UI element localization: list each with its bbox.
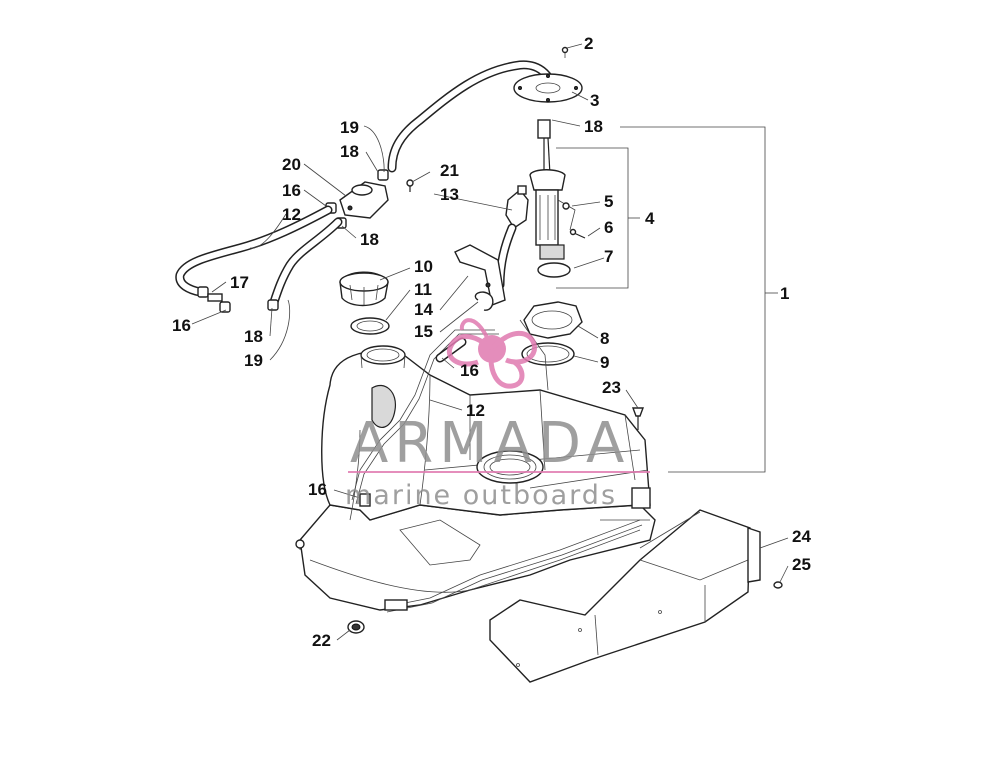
callout-18-lower: 18 [244,327,263,346]
callout-10: 10 [414,257,433,276]
vent-hose-upper [387,60,557,173]
pump-lock-ring [523,301,583,339]
callout-16-left: 16 [172,316,191,335]
callout-6: 6 [604,218,613,237]
callout-18-top: 18 [584,117,603,136]
callout-21: 21 [440,161,459,180]
callout-8: 8 [600,329,609,348]
callout-23: 23 [602,378,621,397]
callout-17: 17 [230,273,249,292]
callout-14: 14 [414,300,433,319]
skid-plate [489,509,761,683]
fuel-pump-assembly [529,119,576,260]
fill-neck [360,345,406,369]
callout-1: 1 [780,284,789,303]
callout-11: 11 [414,280,432,299]
pump-o-ring [521,342,575,366]
fuel-filter [505,185,529,229]
screw [561,46,569,58]
pump-strainer [537,262,571,278]
leader-lines [191,43,789,641]
watermark-brand: ARMADA [350,411,630,476]
assembly-bracket-4 [556,147,640,289]
callout-15: 15 [414,322,433,341]
callout-16-tank: 16 [308,480,327,499]
tank-fitting [359,493,371,507]
small-washer [562,202,570,210]
callout-12-left: 12 [282,205,301,224]
callout-25: 25 [792,555,811,574]
cap-gasket [350,317,390,335]
hose-end-fitting [267,299,279,311]
watermark-logo-icon [446,318,538,389]
filler-cap [339,271,389,307]
hose-connector-a [377,169,389,181]
callout-20: 20 [282,155,301,174]
callout-13: 13 [440,185,459,204]
callout-24: 24 [792,527,811,546]
filter-hose [495,223,517,290]
callout-7: 7 [604,247,613,266]
callout-9: 9 [600,353,609,372]
callout-16-upper: 16 [282,181,301,200]
fuel-tank [295,350,656,613]
callouts: 1 2 3 18 4 5 6 7 8 9 23 24 25 22 16 12 1… [172,34,811,650]
callout-5: 5 [604,192,613,211]
callout-12-mid: 12 [466,401,485,420]
small-screw [569,228,586,239]
callout-3: 3 [590,91,599,110]
watermark: ARMADA marine outboards [345,318,650,511]
pump-flange [513,73,583,103]
hose-clamp [474,291,494,311]
callout-16-mid: 16 [460,361,479,380]
callout-19-lower: 19 [244,351,263,370]
callout-19-top: 19 [340,118,359,137]
pump-ring-on-tank [476,450,544,484]
valve-screw [406,179,414,192]
watermark-tagline: marine outboards [345,480,617,511]
callout-18-right: 18 [360,230,379,249]
vent-hose-lower [269,217,343,307]
watermark-underline [348,471,650,473]
callout-4: 4 [645,209,655,228]
check-valve [197,286,231,313]
hose-bracket [454,244,506,306]
vent-valve [339,181,389,219]
drain-grommet [347,620,365,634]
rivet [773,581,783,589]
callout-22: 22 [312,631,331,650]
callout-18-upper: 18 [340,142,359,161]
assembly-bracket-1 [620,126,778,473]
vent-hose-left [175,205,333,297]
push-rivet [631,407,645,430]
callout-2: 2 [584,34,593,53]
